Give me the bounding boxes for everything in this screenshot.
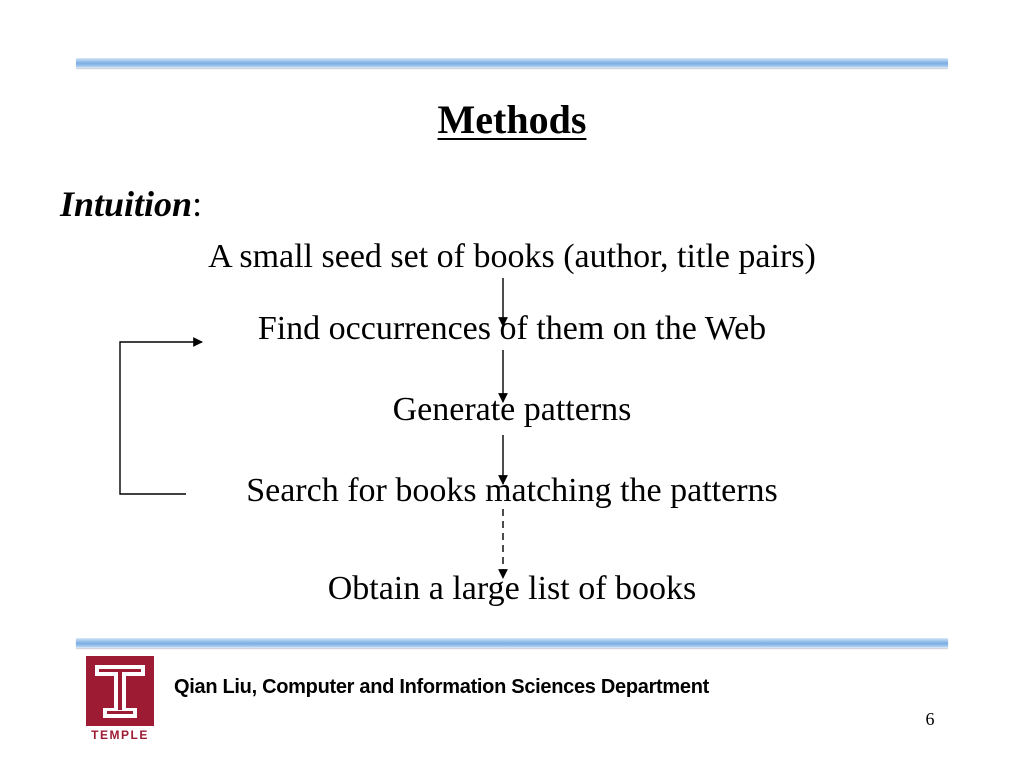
logo-wordmark: TEMPLE <box>91 728 149 742</box>
step-find-occurrences: Find occurrences of them on the Web <box>257 310 767 347</box>
top-divider <box>76 58 948 68</box>
step-generate-patterns: Generate patterns <box>392 391 632 428</box>
footer-credit: Qian Liu, Computer and Information Scien… <box>174 676 709 698</box>
step-obtain-list: Obtain a large list of books <box>327 570 697 607</box>
intuition-heading: Intuition: <box>60 183 202 225</box>
page-number: 6 <box>925 709 935 729</box>
step-seed-set: A small seed set of books (author, title… <box>208 238 816 275</box>
intuition-colon: : <box>192 184 203 224</box>
step-search-books: Search for books matching the patterns <box>246 472 778 509</box>
intuition-label: Intuition <box>60 184 193 224</box>
temple-logo: TEMPLE <box>86 656 154 742</box>
bottom-divider <box>76 638 948 648</box>
slide-title: Methods <box>437 97 587 142</box>
